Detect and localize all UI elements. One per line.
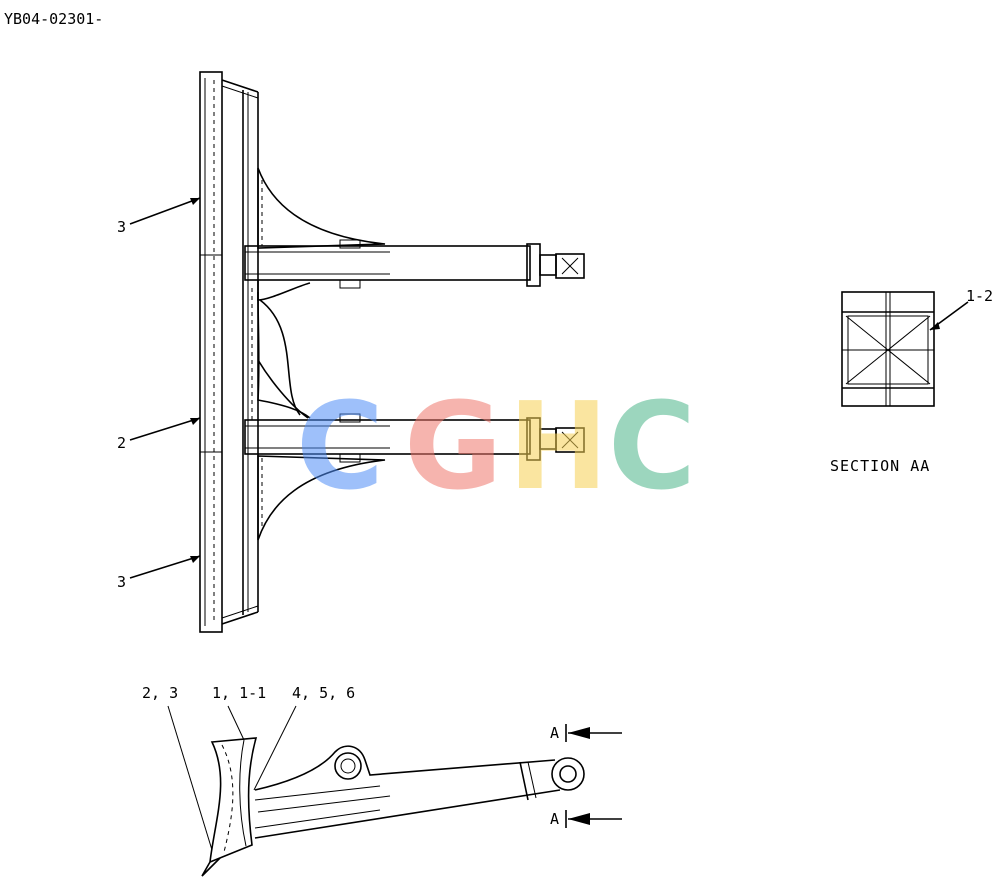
callout-top-front: 3 bbox=[117, 218, 126, 236]
callout-side-c: 4, 5, 6 bbox=[292, 684, 355, 702]
watermark-letter-1: C bbox=[296, 378, 384, 517]
side-blade bbox=[209, 737, 258, 864]
leader-side-c bbox=[253, 705, 297, 791]
mid-pin-boss bbox=[334, 752, 362, 780]
side-view bbox=[201, 737, 585, 877]
leader-bottom-front bbox=[129, 555, 201, 579]
watermark-letter-3: H bbox=[508, 378, 608, 517]
section-arrow-label-top: A bbox=[550, 724, 559, 742]
leader-side-b bbox=[227, 705, 245, 741]
lower-push-arm bbox=[244, 419, 531, 455]
side-push-arm bbox=[254, 745, 556, 791]
lower-trunnion bbox=[555, 427, 585, 453]
upper-push-arm bbox=[244, 245, 531, 281]
upper-trunnion bbox=[555, 253, 585, 279]
section-arrow-label-bottom: A bbox=[550, 810, 559, 828]
leader-top-front bbox=[129, 197, 201, 225]
callout-side-a: 2, 3 bbox=[142, 684, 178, 702]
blade-outer bbox=[199, 71, 223, 633]
watermark-letter-2: G bbox=[404, 378, 503, 517]
callout-section-part: 1-2 bbox=[966, 287, 993, 305]
rear-trunnion-pin bbox=[551, 757, 585, 791]
section-aa bbox=[841, 291, 935, 407]
upper-gusset bbox=[257, 167, 386, 249]
watermark-letter-4: C bbox=[608, 378, 696, 517]
front-view bbox=[199, 71, 585, 633]
callout-middle: 2 bbox=[117, 434, 126, 452]
leader-side-a bbox=[167, 705, 213, 851]
lower-gusset bbox=[257, 455, 386, 541]
drawing-id: YB04-02301- bbox=[4, 10, 103, 28]
callout-side-b: 1, 1-1 bbox=[212, 684, 266, 702]
section-title: SECTION AA bbox=[830, 457, 930, 475]
leader-middle bbox=[129, 417, 201, 441]
watermark: C G H C bbox=[296, 378, 696, 517]
callout-bottom-front: 3 bbox=[117, 573, 126, 591]
